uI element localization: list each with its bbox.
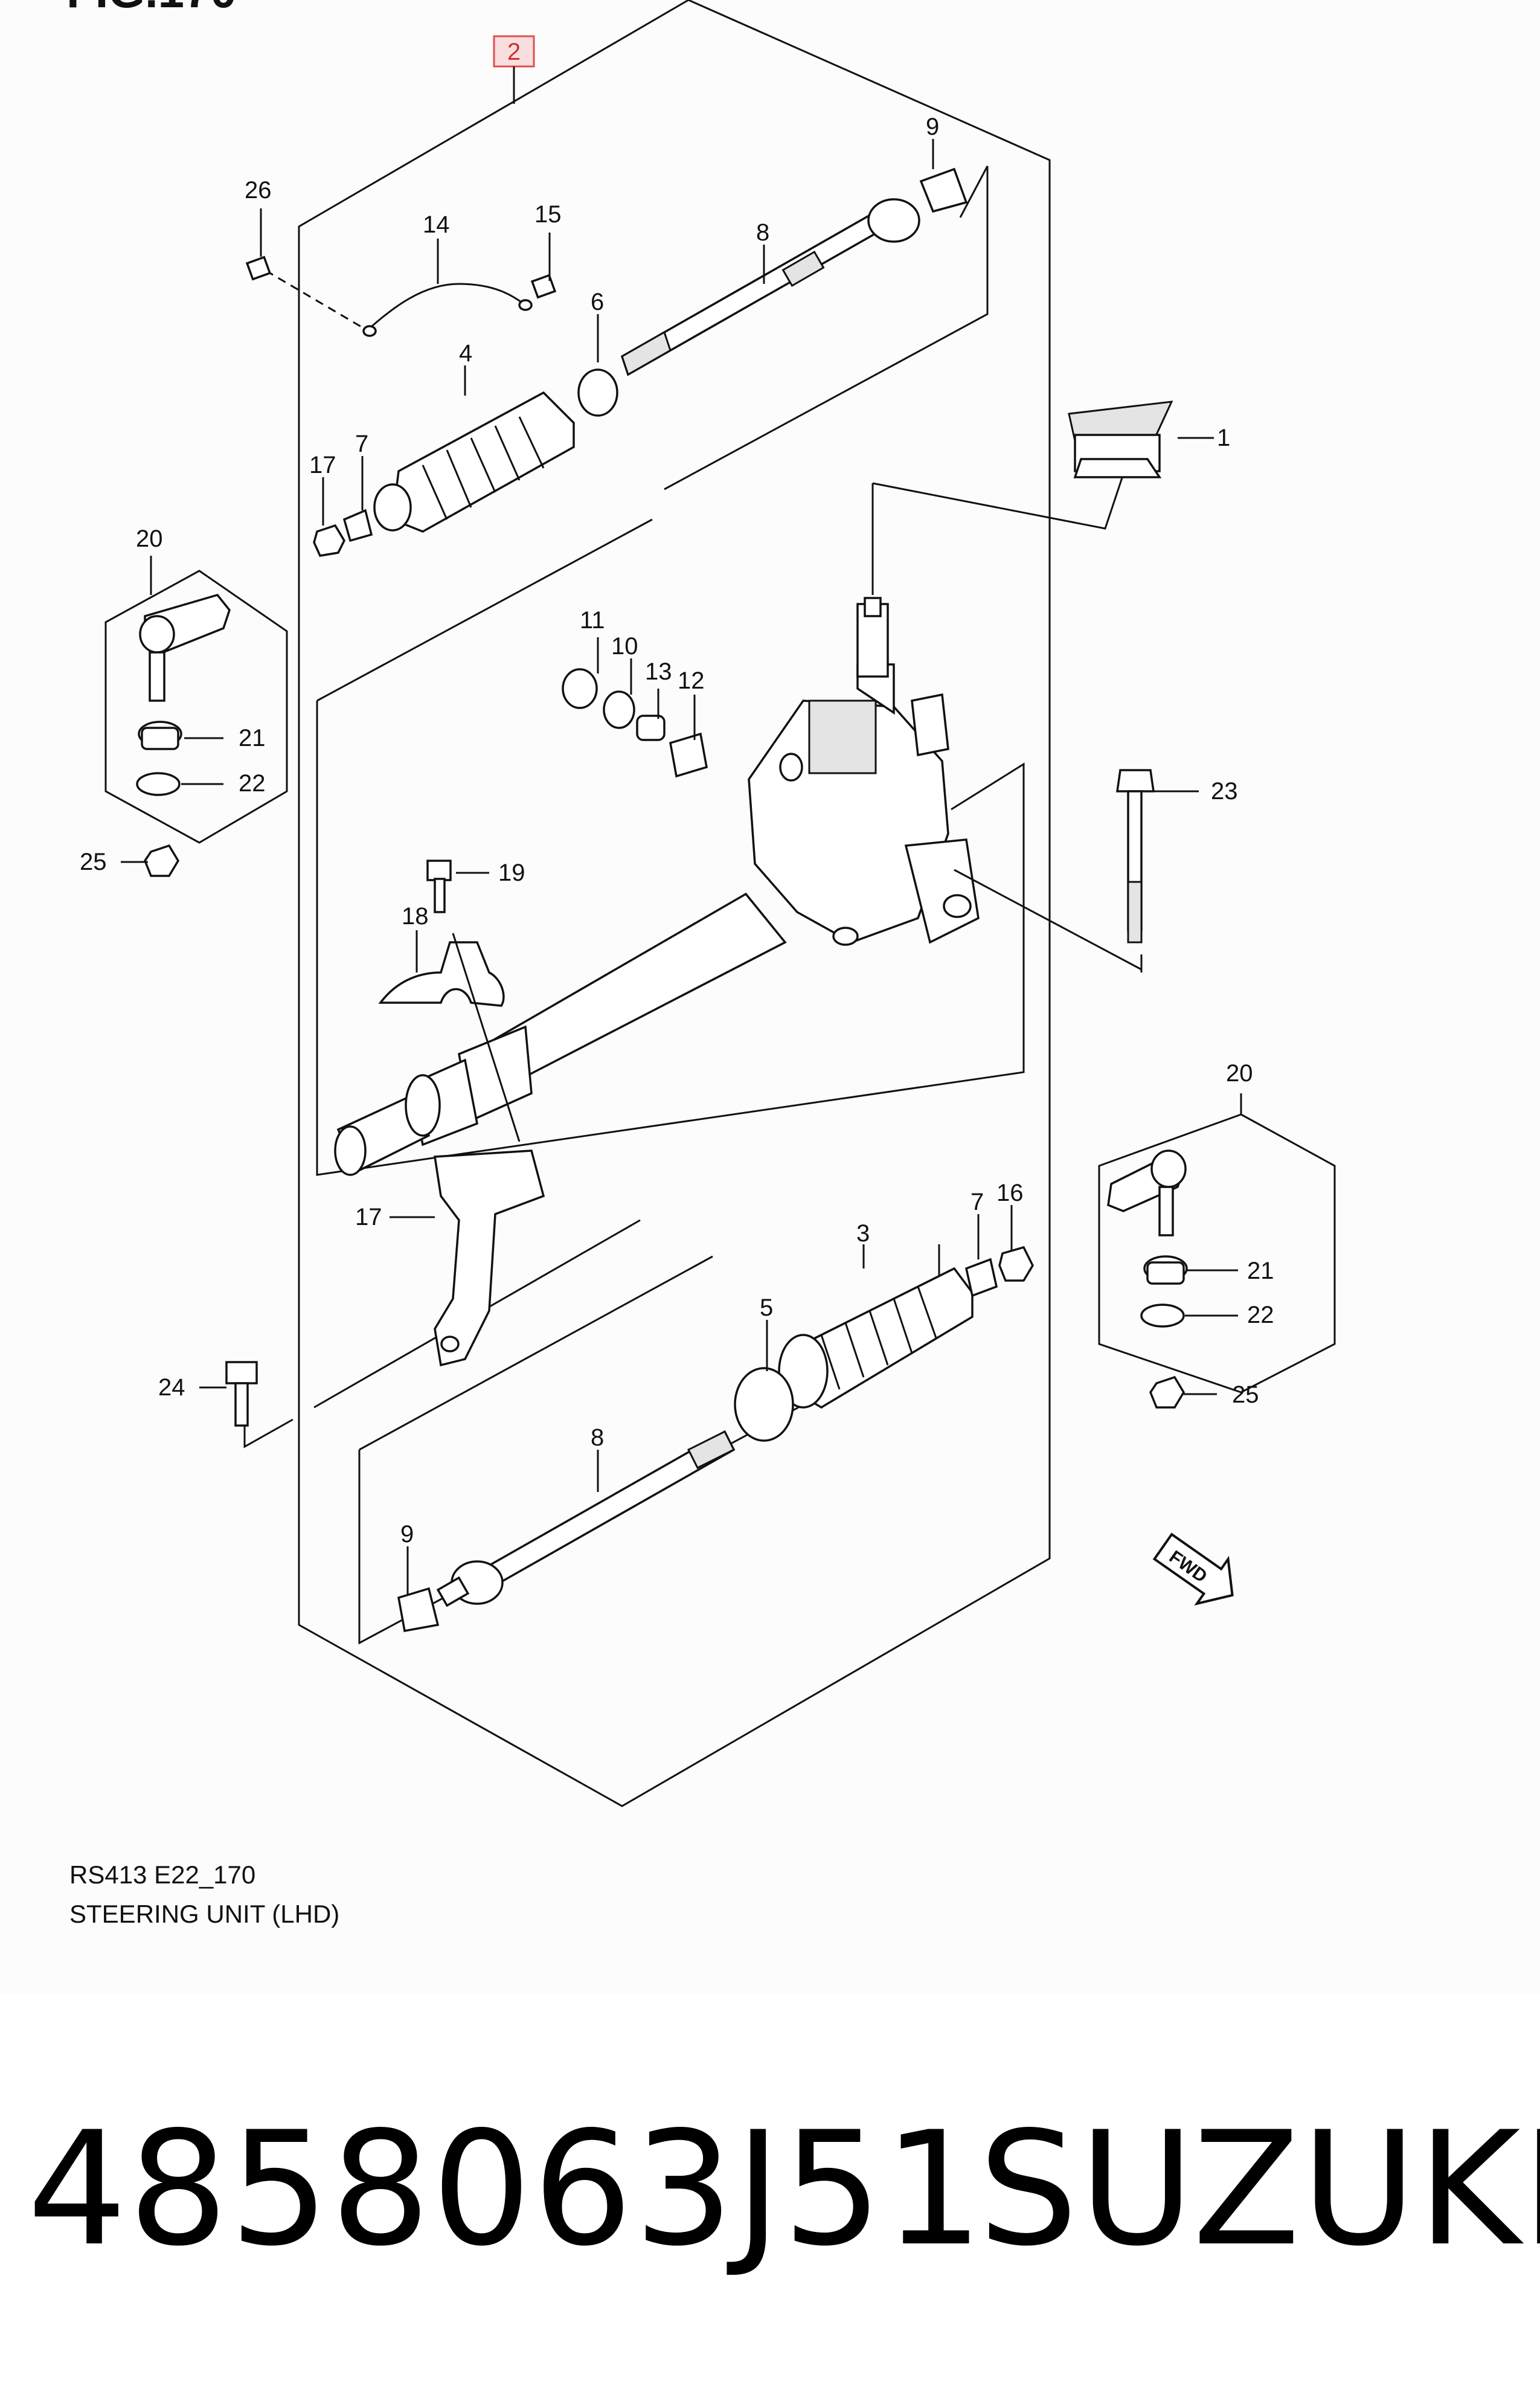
part-19-bolt-head	[426, 860, 452, 881]
part-17-nut-upper	[313, 524, 345, 557]
callout-25-right: 25	[1232, 1381, 1259, 1408]
diagram-panel: FIG.170 2	[66, 0, 1336, 1928]
callout-26: 26	[245, 177, 272, 204]
callout-labels: 1 3 4 5 6 7 7 8 8 9 9 10 11 12 13 14 15 …	[80, 114, 1274, 1548]
callout-6: 6	[591, 289, 604, 315]
part-1-cover	[1068, 400, 1173, 478]
callout-17-upper: 17	[309, 452, 336, 478]
part-7-clip-lower	[964, 1258, 998, 1297]
callout-20-right: 20	[1226, 1060, 1253, 1087]
part-18-clamp	[378, 941, 505, 1007]
part-25-nut-right	[1149, 1375, 1185, 1409]
callout-7-lower: 7	[971, 1189, 984, 1215]
part-5-clamp	[734, 1367, 794, 1442]
part-25-nut-left	[144, 844, 180, 877]
lower-subframe-top	[359, 1255, 713, 1451]
exploded-parts-diagram: FIG.170 2	[66, 0, 1336, 1807]
part-17-bracket	[433, 1149, 545, 1367]
part-24-bolt-shank	[234, 1382, 249, 1427]
fwd-arrow-icon: FWD	[1152, 1532, 1234, 1606]
callout-7-upper: 7	[355, 431, 368, 457]
callout-3: 3	[856, 1220, 870, 1247]
part-9-lower	[397, 1587, 440, 1633]
diagram-code: RS413 E22_170	[69, 1860, 256, 1889]
callout-16: 16	[996, 1180, 1024, 1206]
callout-23: 23	[1211, 778, 1238, 805]
diagram-title: STEERING UNIT (LHD)	[69, 1900, 340, 1928]
callout-9-lower: 9	[400, 1521, 414, 1548]
figure-label: FIG.170	[66, 0, 237, 18]
top-bracket-line	[664, 166, 989, 490]
callout-8-upper: 8	[756, 219, 769, 246]
bolt23-leader	[954, 869, 1142, 971]
part-13-spring	[636, 715, 666, 741]
callout-10: 10	[611, 633, 638, 660]
callout-11: 11	[580, 607, 605, 634]
part-number: 4858063J51	[27, 2098, 985, 2281]
wire-dash	[265, 269, 366, 330]
part-14-eye-l	[362, 325, 377, 337]
rack-housing	[334, 892, 787, 1176]
callout-4: 4	[459, 340, 472, 367]
upper-subframe-top	[316, 518, 653, 702]
callout-24: 24	[158, 1374, 185, 1401]
part-26-screw	[245, 256, 272, 281]
callout-21-right: 21	[1247, 1258, 1274, 1284]
lower-subframe	[358, 1244, 940, 1645]
part-11-ring	[562, 668, 598, 709]
upper-tie-rod	[620, 198, 920, 376]
callout-1: 1	[1217, 425, 1230, 451]
callout-21-left: 21	[239, 725, 266, 751]
callout-18: 18	[402, 903, 429, 930]
callout-15: 15	[534, 201, 562, 228]
callout-8-lower: 8	[591, 1424, 604, 1451]
callout-14: 14	[423, 211, 450, 238]
left-tie-rod-end	[136, 593, 231, 796]
part-19-bolt-shank	[434, 878, 446, 913]
callout-12: 12	[678, 667, 705, 694]
part-4-boot	[373, 391, 575, 533]
part-15-screw	[530, 274, 557, 299]
group-outline	[298, 0, 1051, 1807]
part-24-bolt-head	[225, 1361, 258, 1384]
part1-leader	[872, 474, 1125, 530]
part-10-spring	[603, 690, 635, 729]
callout-13: 13	[645, 658, 672, 685]
upper-subframe	[316, 701, 1025, 1176]
callout-leaders	[121, 139, 1242, 1595]
part-12-yoke	[669, 732, 708, 778]
callout-19: 19	[498, 860, 525, 886]
tie-rod-end-box-left	[104, 570, 288, 844]
brand-name: SUZUKI	[978, 2098, 1540, 2281]
part-3-boot	[778, 1267, 974, 1409]
part-14-wire	[368, 283, 526, 330]
callout-25-left: 25	[80, 849, 107, 875]
tie-rod-end-box-right	[1098, 1113, 1336, 1394]
part-9-upper	[919, 167, 968, 213]
part-16-nut	[998, 1246, 1034, 1282]
callout-17-lower: 17	[355, 1204, 382, 1230]
callout-5: 5	[760, 1294, 773, 1321]
gear-housing	[748, 597, 980, 946]
callout-22-right: 22	[1247, 1302, 1274, 1328]
right-tie-rod-end	[1107, 1149, 1188, 1328]
lower-tie-rod	[436, 1430, 736, 1607]
group-label-text: 2	[507, 39, 521, 65]
callout-9-upper: 9	[926, 114, 939, 140]
part-14-eye-r	[518, 299, 533, 311]
bolt24-line	[243, 1418, 294, 1448]
bolt19-leader	[452, 933, 521, 1142]
part-7-clip-upper	[342, 509, 373, 542]
part-6-clamp	[577, 368, 618, 417]
callout-20-left: 20	[136, 526, 163, 552]
callout-22-left: 22	[239, 770, 266, 797]
group-label-box	[493, 35, 535, 68]
part-23-bolt	[1115, 769, 1155, 944]
